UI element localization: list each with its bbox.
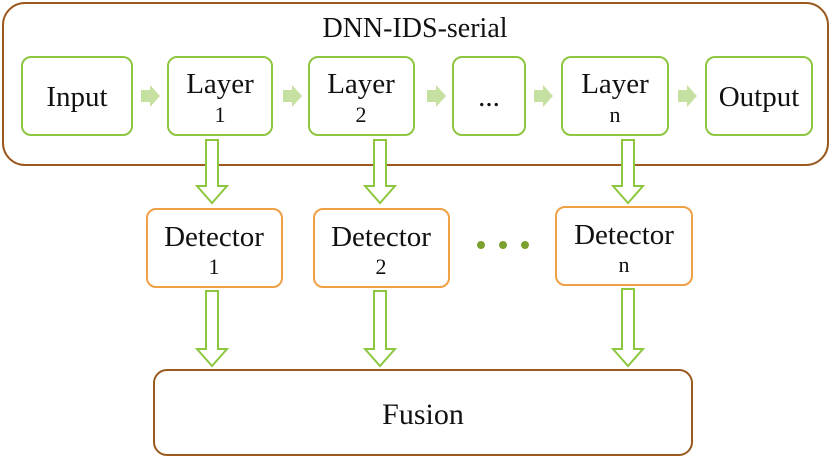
container-title: DNN-IDS-serial <box>322 13 507 44</box>
layer-box-n: Layer n <box>561 56 669 136</box>
detector-box-index: 2 <box>376 254 387 279</box>
arrow-down-icon <box>194 139 230 205</box>
layer-box-label: Layer <box>186 68 254 100</box>
arrow-right-icon <box>141 85 160 107</box>
layer-box-ellipsis: ... <box>452 56 526 136</box>
fusion-label: Fusion <box>382 398 464 431</box>
ellipsis-dot-icon <box>499 241 507 249</box>
detector-box-n: Detector n <box>555 206 693 286</box>
detector-box-index: n <box>619 252 630 277</box>
arrow-down-icon <box>362 290 398 368</box>
layer-box-2: Layer 2 <box>308 56 415 136</box>
layer-box-index: 1 <box>215 102 226 127</box>
layer-box-index: n <box>610 102 621 127</box>
ellipsis-dot-icon <box>477 241 485 249</box>
detector-box-label: Detector <box>164 221 264 253</box>
arrow-right-icon <box>678 85 697 107</box>
detector-box-1: Detector 1 <box>146 208 283 288</box>
layer-box-label: Layer <box>581 68 649 100</box>
arrow-down-icon <box>362 139 398 205</box>
detector-box-index: 1 <box>209 254 220 279</box>
layer-box-label: ... <box>478 81 500 113</box>
detector-box-2: Detector 2 <box>313 208 450 288</box>
detector-box-label: Detector <box>574 219 674 251</box>
arrow-down-icon <box>610 288 646 368</box>
arrow-right-icon <box>283 85 302 107</box>
layer-box-label: Layer <box>327 68 395 100</box>
layer-box-1: Layer 1 <box>167 56 273 136</box>
arrow-down-icon <box>610 139 646 205</box>
arrow-down-icon <box>194 290 230 368</box>
layer-box-output: Output <box>705 56 813 136</box>
layer-box-index: 2 <box>356 102 367 127</box>
layer-box-input: Input <box>21 56 133 136</box>
layer-box-label: Output <box>719 81 800 113</box>
ellipsis-dot-icon <box>521 241 529 249</box>
arrow-right-icon <box>534 85 553 107</box>
layer-box-label: Input <box>46 81 107 113</box>
detector-box-label: Detector <box>331 221 431 253</box>
fusion-box: Fusion <box>153 369 693 456</box>
arrow-right-icon <box>427 85 446 107</box>
